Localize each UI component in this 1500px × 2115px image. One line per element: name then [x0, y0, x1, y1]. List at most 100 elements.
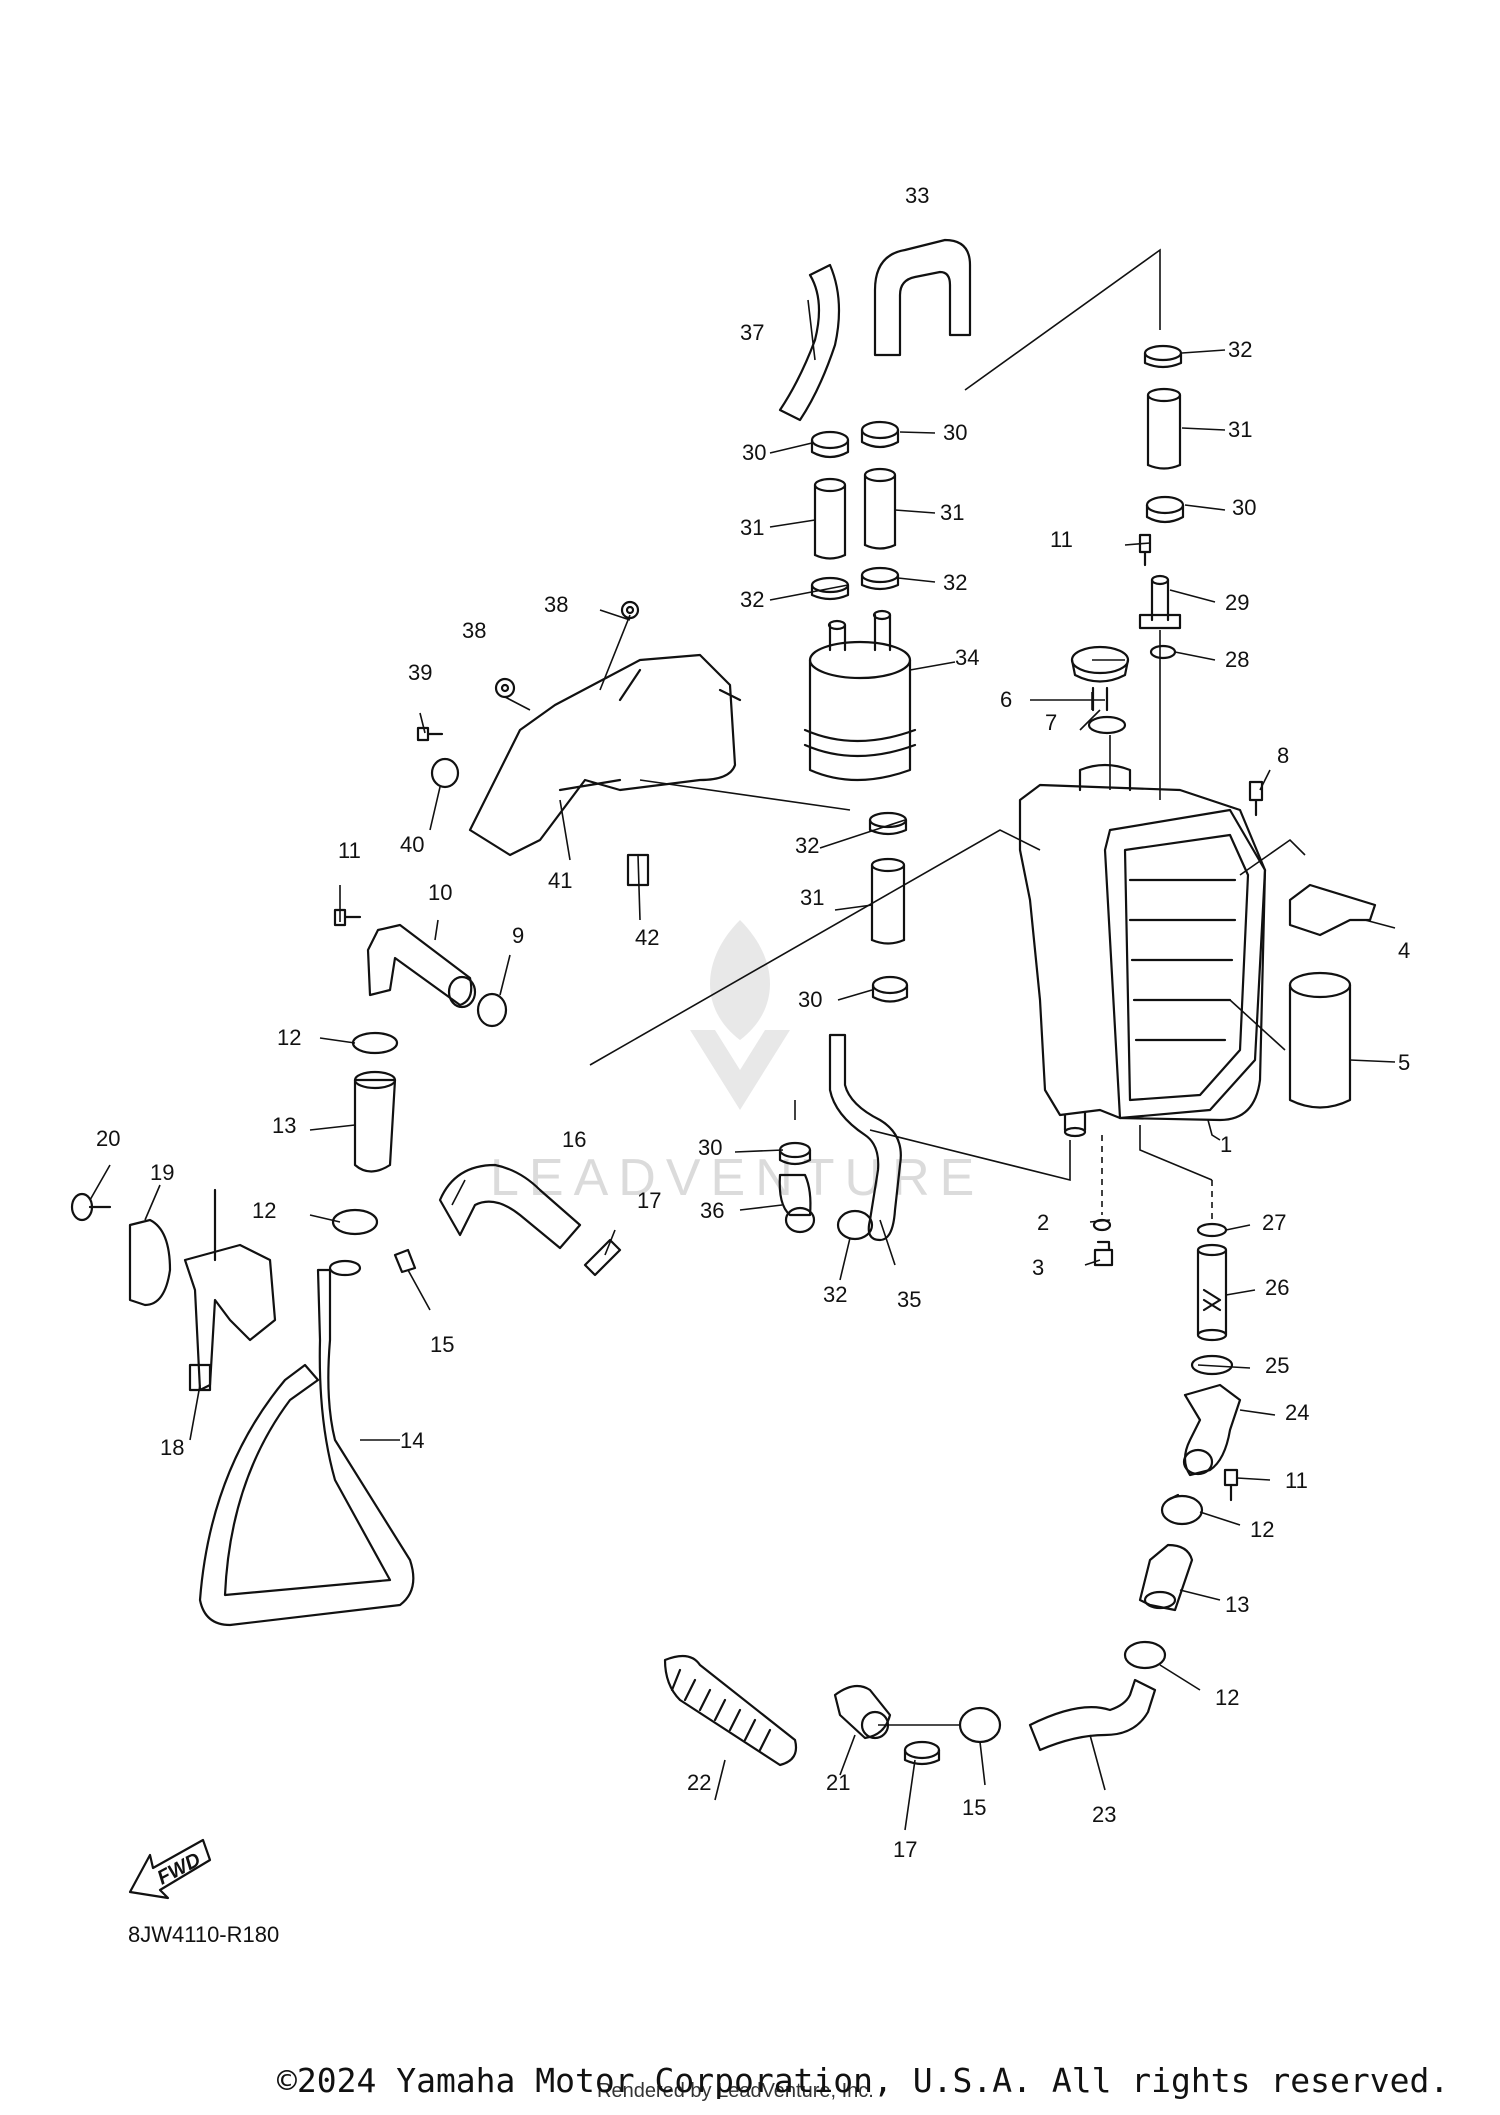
- callout-label: 25: [1265, 1353, 1289, 1378]
- part-13-hose: [1138, 1543, 1194, 1612]
- part-27-oring: [1196, 1222, 1228, 1238]
- part-38-grommet: [494, 677, 516, 699]
- connector-line: [589, 829, 1041, 1066]
- part-4-bracket: [1288, 883, 1377, 937]
- part-32-band: [860, 566, 900, 591]
- callout-label: 11: [1050, 527, 1073, 552]
- callout-label: 9: [512, 923, 524, 948]
- part-11-bolt: [333, 908, 362, 927]
- connector-line: [1229, 999, 1286, 1051]
- callout-label: 32: [740, 587, 764, 612]
- part-24-elbow: [1182, 1383, 1242, 1477]
- callout-label: 40: [400, 832, 424, 857]
- part-28-oring: [1149, 644, 1177, 660]
- callout-label: 2: [1037, 1210, 1049, 1235]
- callout-label: 30: [1232, 495, 1256, 520]
- copyright-text: ©2024 Yamaha Motor Corporation, U.S.A. A…: [277, 2061, 1449, 2100]
- callout-label: 14: [400, 1428, 424, 1453]
- part-20-screw: [70, 1192, 112, 1222]
- part-32-band: [836, 1209, 874, 1241]
- part-19-clamp: [128, 1218, 172, 1307]
- callout-label: 10: [428, 880, 452, 905]
- part-1-oil-tank: [1018, 763, 1267, 1138]
- callout-label: 12: [1250, 1517, 1274, 1542]
- callout-label: 12: [252, 1198, 276, 1223]
- part-21-cap: [833, 1684, 892, 1740]
- part-5-strainer: [1288, 971, 1352, 1109]
- part-3-drain-bolt: [1093, 1240, 1114, 1267]
- part-36-elbow: [778, 1173, 816, 1234]
- part-8-bolt: [1248, 780, 1264, 817]
- part-42-grommet: [626, 853, 650, 887]
- part-30-clamp: [860, 420, 900, 449]
- callout-label: 7: [1045, 710, 1057, 735]
- leader-line: [714, 1224, 1276, 1831]
- callout-label: 27: [1262, 1210, 1286, 1235]
- part-11-bolt: [1138, 533, 1152, 567]
- part-12-clamp: [331, 1208, 379, 1236]
- part-12-clamp: [351, 1031, 399, 1055]
- rendered-by-text: Rendered by LeadVenture, Inc.: [597, 2080, 874, 2102]
- connector-line: [1239, 838, 1306, 876]
- callout-label: 31: [740, 515, 764, 540]
- callout-label: 20: [96, 1126, 120, 1151]
- callout-label: 13: [272, 1113, 296, 1138]
- callout-label: 11: [1285, 1468, 1308, 1493]
- part-10-fitting: [366, 923, 477, 1009]
- callout-label: 8: [1277, 743, 1289, 768]
- part-11-bolt: [1223, 1468, 1239, 1502]
- callout-label: 28: [1225, 647, 1249, 672]
- leader-line: [1030, 349, 1396, 1266]
- connector-line: [599, 614, 851, 811]
- callout-label: 30: [698, 1135, 722, 1160]
- part-9-oring: [476, 992, 508, 1028]
- part-6-cap: [1070, 645, 1130, 712]
- part-25-oring: [1190, 1354, 1234, 1376]
- callout-label: 33: [905, 183, 929, 208]
- callout-label: 13: [1225, 1592, 1249, 1617]
- part-15-band: [393, 1248, 417, 1274]
- part-39-screw: [416, 726, 444, 742]
- callout-label: 32: [943, 570, 967, 595]
- callout-label: 1: [1220, 1132, 1232, 1157]
- diagram-code: 8JW4110-R180: [128, 1922, 279, 1947]
- callout-label: 24: [1285, 1400, 1309, 1425]
- callout-label: 38: [462, 618, 486, 643]
- part-17-clip: [903, 1740, 941, 1766]
- callout-label: 32: [823, 1282, 847, 1307]
- callout-label: 32: [1228, 337, 1252, 362]
- part-33-breather-hose: [873, 238, 972, 357]
- leader-line: [89, 609, 641, 1441]
- callout-label: 16: [562, 1127, 586, 1152]
- watermark-text: LEADVENTURE: [490, 1149, 984, 1207]
- callout-label: 29: [1225, 590, 1249, 615]
- fwd-label: FWD: [154, 1849, 205, 1890]
- connector-line: [964, 248, 1161, 391]
- part-23-pipe: [1028, 1678, 1157, 1752]
- callout-label: 30: [742, 440, 766, 465]
- part-34-canister: [803, 609, 917, 782]
- callout-label: 34: [955, 645, 979, 670]
- part-31-pipe: [1146, 387, 1182, 470]
- callout-label: 21: [826, 1770, 850, 1795]
- part-38-grommet: [620, 600, 640, 620]
- callout-label: 15: [962, 1795, 986, 1820]
- part-7-oring: [1087, 715, 1127, 735]
- part-37-hose: [778, 263, 841, 422]
- callout-label: 30: [798, 987, 822, 1012]
- callout-label: 11: [338, 838, 361, 863]
- part-13-hose: [353, 1070, 397, 1173]
- part-31-pipe: [813, 477, 847, 560]
- callout-label: 15: [430, 1332, 454, 1357]
- callout-label: 31: [800, 885, 824, 910]
- callout-label: 42: [635, 925, 659, 950]
- callout-label: 31: [940, 500, 964, 525]
- part-22-sleeve: [663, 1654, 798, 1767]
- callout-label: 30: [943, 420, 967, 445]
- callout-label: 39: [408, 660, 432, 685]
- callout-label: 38: [544, 592, 568, 617]
- callout-label: 37: [740, 320, 764, 345]
- callout-label: 18: [160, 1435, 184, 1460]
- part-12-clamp: [1160, 1493, 1204, 1526]
